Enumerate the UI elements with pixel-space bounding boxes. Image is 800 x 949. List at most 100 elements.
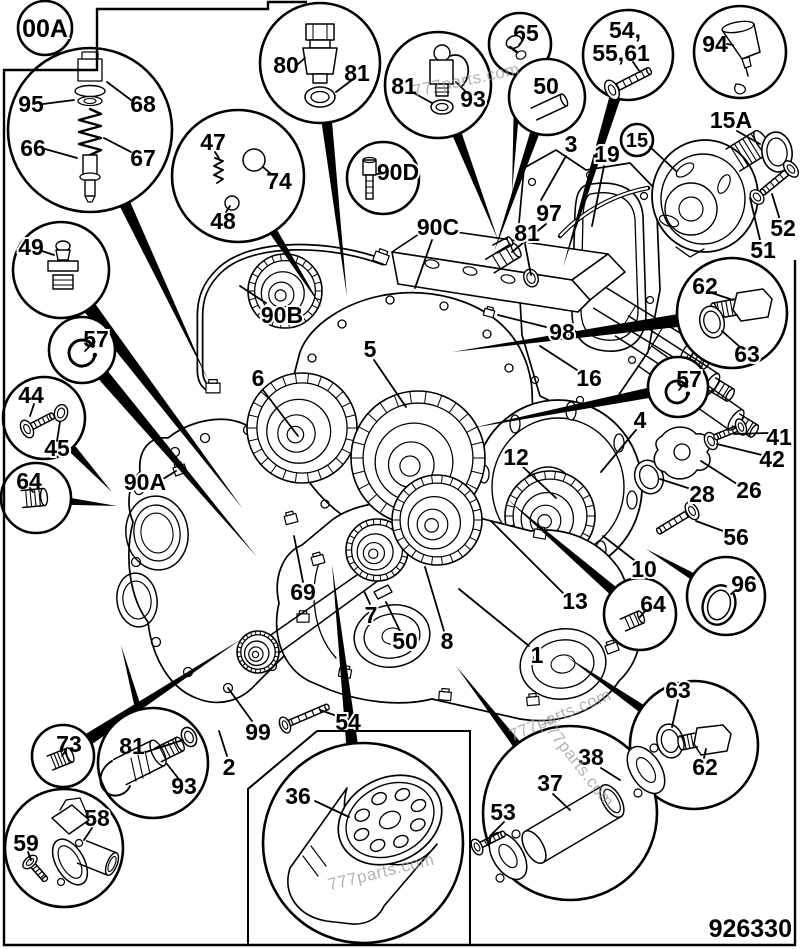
leader-line (44, 148, 78, 159)
callout-circle (170, 108, 306, 244)
callout-number: 66 (20, 135, 46, 161)
leader-line (489, 821, 505, 837)
part-label-56: 56 (723, 524, 749, 550)
leader-line (376, 172, 385, 175)
callout-circle (96, 706, 210, 820)
callout-circle (685, 555, 767, 637)
leader-line (639, 609, 647, 618)
leader-line (293, 535, 304, 583)
leader-line (671, 699, 679, 728)
leader-line (524, 243, 532, 276)
callout-number: 67 (130, 145, 156, 171)
leader-line (239, 285, 267, 304)
leader-line (414, 239, 433, 289)
drawing-number: 926330 (709, 915, 792, 943)
leader-line (749, 197, 761, 241)
callout-number: 49 (18, 234, 44, 260)
callout-snap-ring: 57 (646, 355, 710, 419)
leader-line (319, 709, 338, 717)
part-label-50: 50 (392, 628, 418, 654)
callout-o-ring: 96 (685, 555, 767, 637)
callout-number: 55,61 (592, 40, 650, 66)
part-label-2: 2 (223, 754, 236, 780)
leader-line (363, 590, 371, 605)
part-label-13: 13 (562, 588, 588, 614)
leader-wedge (507, 499, 644, 619)
leader-line (106, 81, 132, 101)
callout-circle (47, 315, 117, 385)
leader-line (511, 223, 547, 253)
part-label-98: 98 (549, 319, 575, 345)
leader-line (490, 520, 564, 594)
leader-line (27, 851, 32, 861)
leader-line (600, 429, 637, 473)
callout-number: 80 (273, 52, 299, 78)
callout-part-glyphs (19, 20, 773, 925)
callout-number: 96 (731, 571, 757, 597)
part-label-15A: 15A (710, 107, 752, 133)
callout-number: 74 (266, 168, 292, 194)
leader-line (262, 389, 299, 437)
part-label-99: 99 (245, 719, 271, 745)
callout-pin: 50 (507, 57, 587, 137)
leader-line (41, 250, 55, 256)
leader-line (225, 205, 231, 213)
callout-number: 81 (391, 73, 417, 99)
leader-wedge (472, 381, 680, 428)
leader-line (84, 345, 91, 352)
leader-line (518, 39, 524, 46)
leader-line (730, 589, 737, 595)
part-label-7: 7 (365, 602, 378, 628)
part-label-16: 16 (576, 365, 602, 391)
callout-number: 36 (285, 783, 311, 809)
callout-hex-bolt: 54,55,61 (581, 8, 675, 102)
callout-circle (507, 57, 587, 137)
leader-wedge (452, 305, 734, 352)
part-label-1: 1 (531, 642, 544, 668)
callout-number: 94 (702, 31, 728, 57)
part-label-51: 51 (750, 237, 776, 263)
callout-number: 93 (171, 773, 197, 799)
callout-circle (0, 461, 73, 535)
part-label-41: 41 (766, 424, 792, 450)
leader-line (455, 81, 467, 93)
leader-line (678, 384, 684, 391)
callout-number: 93 (460, 86, 486, 112)
leader-line (56, 421, 61, 442)
callout-number: 38 (578, 744, 604, 770)
part-label-4: 4 (634, 407, 647, 433)
callout-number: 63 (665, 677, 691, 703)
leader-line (703, 748, 707, 759)
leader-line (497, 314, 547, 328)
callout-number: 50 (533, 73, 559, 99)
leader-line (552, 793, 571, 811)
leader-line (733, 432, 769, 435)
callout-charge-pump-ref: 15 (619, 122, 655, 158)
part-label-6: 6 (252, 365, 265, 391)
part-label-5: 5 (364, 336, 377, 362)
callout-number: 53 (490, 799, 516, 825)
leader-lines (27, 39, 781, 861)
callout-number: 37 (537, 770, 563, 796)
corner-ref-label: 00A (22, 15, 68, 43)
leader-line (314, 800, 350, 818)
callout-number: 81 (344, 60, 370, 86)
leader-line (736, 130, 761, 145)
callout-circle (581, 8, 675, 102)
part-label-42: 42 (759, 446, 785, 472)
leader-line (591, 165, 605, 227)
part-label-90A: 90A (124, 469, 166, 495)
callout-number: 48 (210, 208, 236, 234)
leader-line (721, 330, 741, 348)
callout-cap-screw: 90D (345, 140, 421, 216)
leader-line (539, 345, 578, 371)
leader-line (649, 146, 677, 172)
leader-line (166, 763, 179, 779)
callout-number: 58 (84, 805, 110, 831)
leader-line (218, 730, 228, 757)
leader-line (411, 91, 433, 104)
